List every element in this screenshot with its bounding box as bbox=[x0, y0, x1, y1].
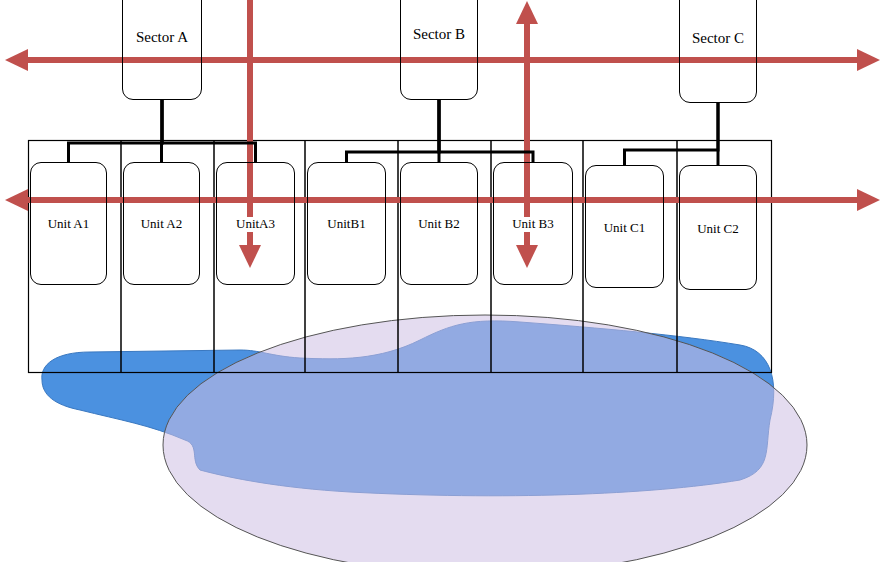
unit-box: Unit A1 bbox=[30, 162, 107, 285]
arrowhead bbox=[857, 49, 880, 71]
sector-label: Sector C bbox=[690, 30, 746, 47]
arrowhead bbox=[239, 245, 261, 268]
unit-label: Unit C2 bbox=[695, 222, 741, 237]
sector-label: Sector A bbox=[134, 29, 190, 46]
unit-box: UnitB1 bbox=[307, 162, 386, 285]
arrowhead bbox=[857, 189, 880, 211]
unit-label: UnitB1 bbox=[325, 217, 367, 232]
unit-label: UnitA3 bbox=[234, 217, 277, 232]
lavender-ellipse bbox=[163, 315, 807, 562]
arrowhead bbox=[516, 245, 538, 268]
arrowhead bbox=[516, 1, 538, 24]
unit-label: Unit B3 bbox=[510, 217, 556, 232]
unit-box: Unit B2 bbox=[400, 162, 478, 285]
column-line bbox=[490, 140, 492, 372]
unit-box: UnitA3 bbox=[216, 162, 295, 285]
tree-connector bbox=[69, 100, 163, 162]
column-line bbox=[304, 140, 306, 372]
tree-connector bbox=[347, 100, 440, 162]
arrowhead bbox=[5, 49, 28, 71]
vertical-arrow bbox=[524, 18, 530, 250]
arrowhead bbox=[5, 189, 28, 211]
tree-connector bbox=[162, 100, 256, 162]
outer-frame bbox=[29, 141, 772, 373]
unit-label: Unit A2 bbox=[139, 217, 185, 232]
unit-box: Unit C2 bbox=[679, 165, 757, 290]
column-dividers bbox=[121, 140, 677, 372]
column-line bbox=[582, 140, 584, 372]
sector-label: Sector B bbox=[411, 26, 467, 43]
unit-label: Unit B2 bbox=[416, 217, 462, 232]
horizontal-arrow bbox=[24, 57, 860, 63]
unit-label: Unit A1 bbox=[46, 217, 92, 232]
column-line bbox=[397, 140, 399, 372]
column-line bbox=[213, 140, 215, 372]
sector-box: Sector A bbox=[122, 0, 202, 100]
unit-box: Unit B3 bbox=[493, 162, 573, 285]
tree-connector bbox=[717, 103, 720, 165]
sector-box: Sector C bbox=[679, 0, 757, 103]
tree-connector bbox=[625, 103, 719, 165]
column-line bbox=[676, 140, 678, 372]
horizontal-arrow bbox=[24, 197, 860, 203]
tree-connector bbox=[439, 100, 533, 162]
column-line bbox=[120, 140, 122, 372]
unit-box: Unit A2 bbox=[123, 162, 200, 285]
sector-box: Sector B bbox=[400, 0, 478, 100]
unit-label: Unit C1 bbox=[602, 221, 648, 236]
unit-box: Unit C1 bbox=[585, 165, 664, 288]
vertical-arrow bbox=[247, 0, 253, 250]
